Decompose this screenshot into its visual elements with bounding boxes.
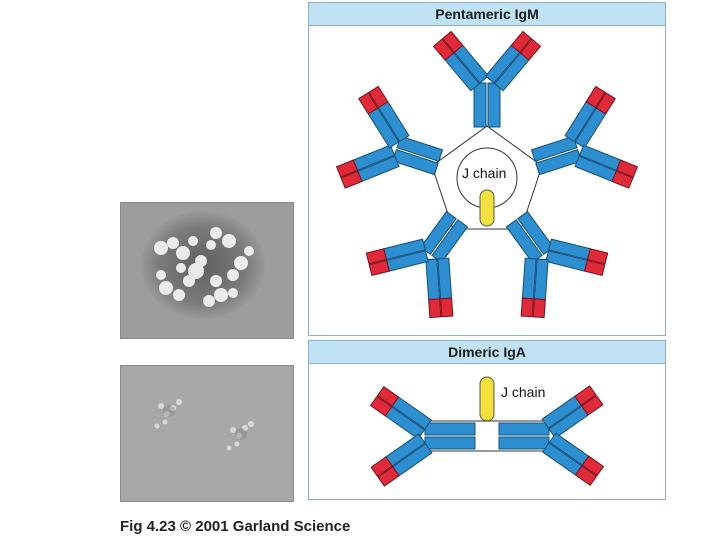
iga-j-chain [480,377,494,421]
monomer-arm-right [486,31,541,90]
igm-j-chain-label: J chain [462,165,506,181]
iga-panel-title: Dimeric IgA [309,341,665,364]
iga-j-chain-label: J chain [501,384,545,400]
igm-micrograph-image [121,203,293,338]
igm-monomer-5 [331,82,455,213]
iga-monomer-left [371,387,475,486]
igm-monomer-1 [434,31,541,127]
monomer-arm-left [434,31,489,90]
iga-diagram [309,341,665,499]
figure-caption: Fig 4.23 © 2001 Garland Science [120,518,350,535]
iga-panel: Dimeric IgA J chain [308,340,666,500]
iga-monomer-right [499,386,603,485]
igm-monomer-4 [358,188,501,328]
iga-micrograph [120,365,294,502]
igm-monomer-3 [474,188,617,328]
igm-panel: Pentameric IgM J chain [308,2,666,336]
igm-j-chain [480,190,494,226]
igm-panel-title: Pentameric IgM [309,3,665,26]
igm-micrograph [120,202,294,339]
igm-monomer-2 [519,82,643,213]
iga-micrograph-image [121,366,293,501]
monomer-stalk [474,83,500,127]
